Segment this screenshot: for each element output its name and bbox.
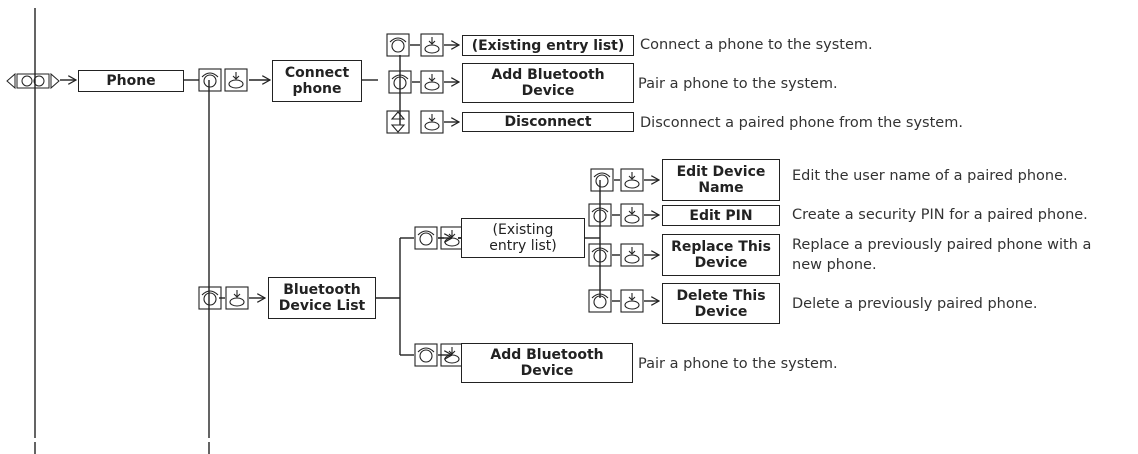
replace-this-device-menu-item[interactable]: Replace This Device (662, 234, 780, 276)
move-up-down-icon (386, 110, 410, 134)
rotate-selector-icon (386, 33, 410, 57)
press-select-icon (620, 168, 644, 192)
replace-description-line-2: new phone. (792, 257, 877, 273)
bluetooth-device-list-menu-item[interactable]: Bluetooth Device List (268, 277, 376, 319)
rotate-selector-icon (198, 68, 222, 92)
delete-description: Delete a previously paired phone. (792, 296, 1038, 312)
pair-description-2: Pair a phone to the system. (638, 356, 838, 372)
rotate-selector-icon (588, 243, 612, 267)
edit-pin-description: Create a security PIN for a paired phone… (792, 207, 1088, 223)
edit-pin-menu-item[interactable]: Edit PIN (662, 205, 780, 226)
edit-device-name-menu-item[interactable]: Edit Device Name (662, 159, 780, 201)
press-select-icon (420, 70, 444, 94)
rotate-selector-icon (588, 289, 612, 313)
home-menu-icon (5, 72, 61, 90)
edit-name-description: Edit the user name of a paired phone. (792, 168, 1068, 184)
connect-phone-menu-item[interactable]: Connect phone (272, 60, 362, 102)
add-bluetooth-device-1[interactable]: Add Bluetooth Device (462, 63, 634, 103)
existing-entry-list-2[interactable]: (Existing entry list) (461, 218, 585, 258)
press-select-icon (420, 110, 444, 134)
press-select-icon (224, 68, 248, 92)
rotate-selector-icon (198, 286, 222, 310)
connect-description: Connect a phone to the system. (640, 37, 873, 53)
press-select-icon (620, 289, 644, 313)
rotate-selector-icon (590, 168, 614, 192)
press-select-icon (620, 243, 644, 267)
rotate-selector-icon (414, 226, 438, 250)
rotate-selector-icon (388, 70, 412, 94)
delete-this-device-menu-item[interactable]: Delete This Device (662, 283, 780, 324)
press-select-icon (225, 286, 249, 310)
press-select-icon (420, 33, 444, 57)
existing-entry-list-1[interactable]: (Existing entry list) (462, 35, 634, 56)
press-select-icon (620, 203, 644, 227)
rotate-selector-icon (414, 343, 438, 367)
pair-description-1: Pair a phone to the system. (638, 76, 838, 92)
add-bluetooth-device-2[interactable]: Add Bluetooth Device (461, 343, 633, 383)
phone-menu-item[interactable]: Phone (78, 70, 184, 92)
replace-description-line-1: Replace a previously paired phone with a (792, 237, 1092, 253)
disconnect-menu-item[interactable]: Disconnect (462, 112, 634, 132)
rotate-selector-icon (588, 203, 612, 227)
disconnect-description: Disconnect a paired phone from the syste… (640, 115, 963, 131)
